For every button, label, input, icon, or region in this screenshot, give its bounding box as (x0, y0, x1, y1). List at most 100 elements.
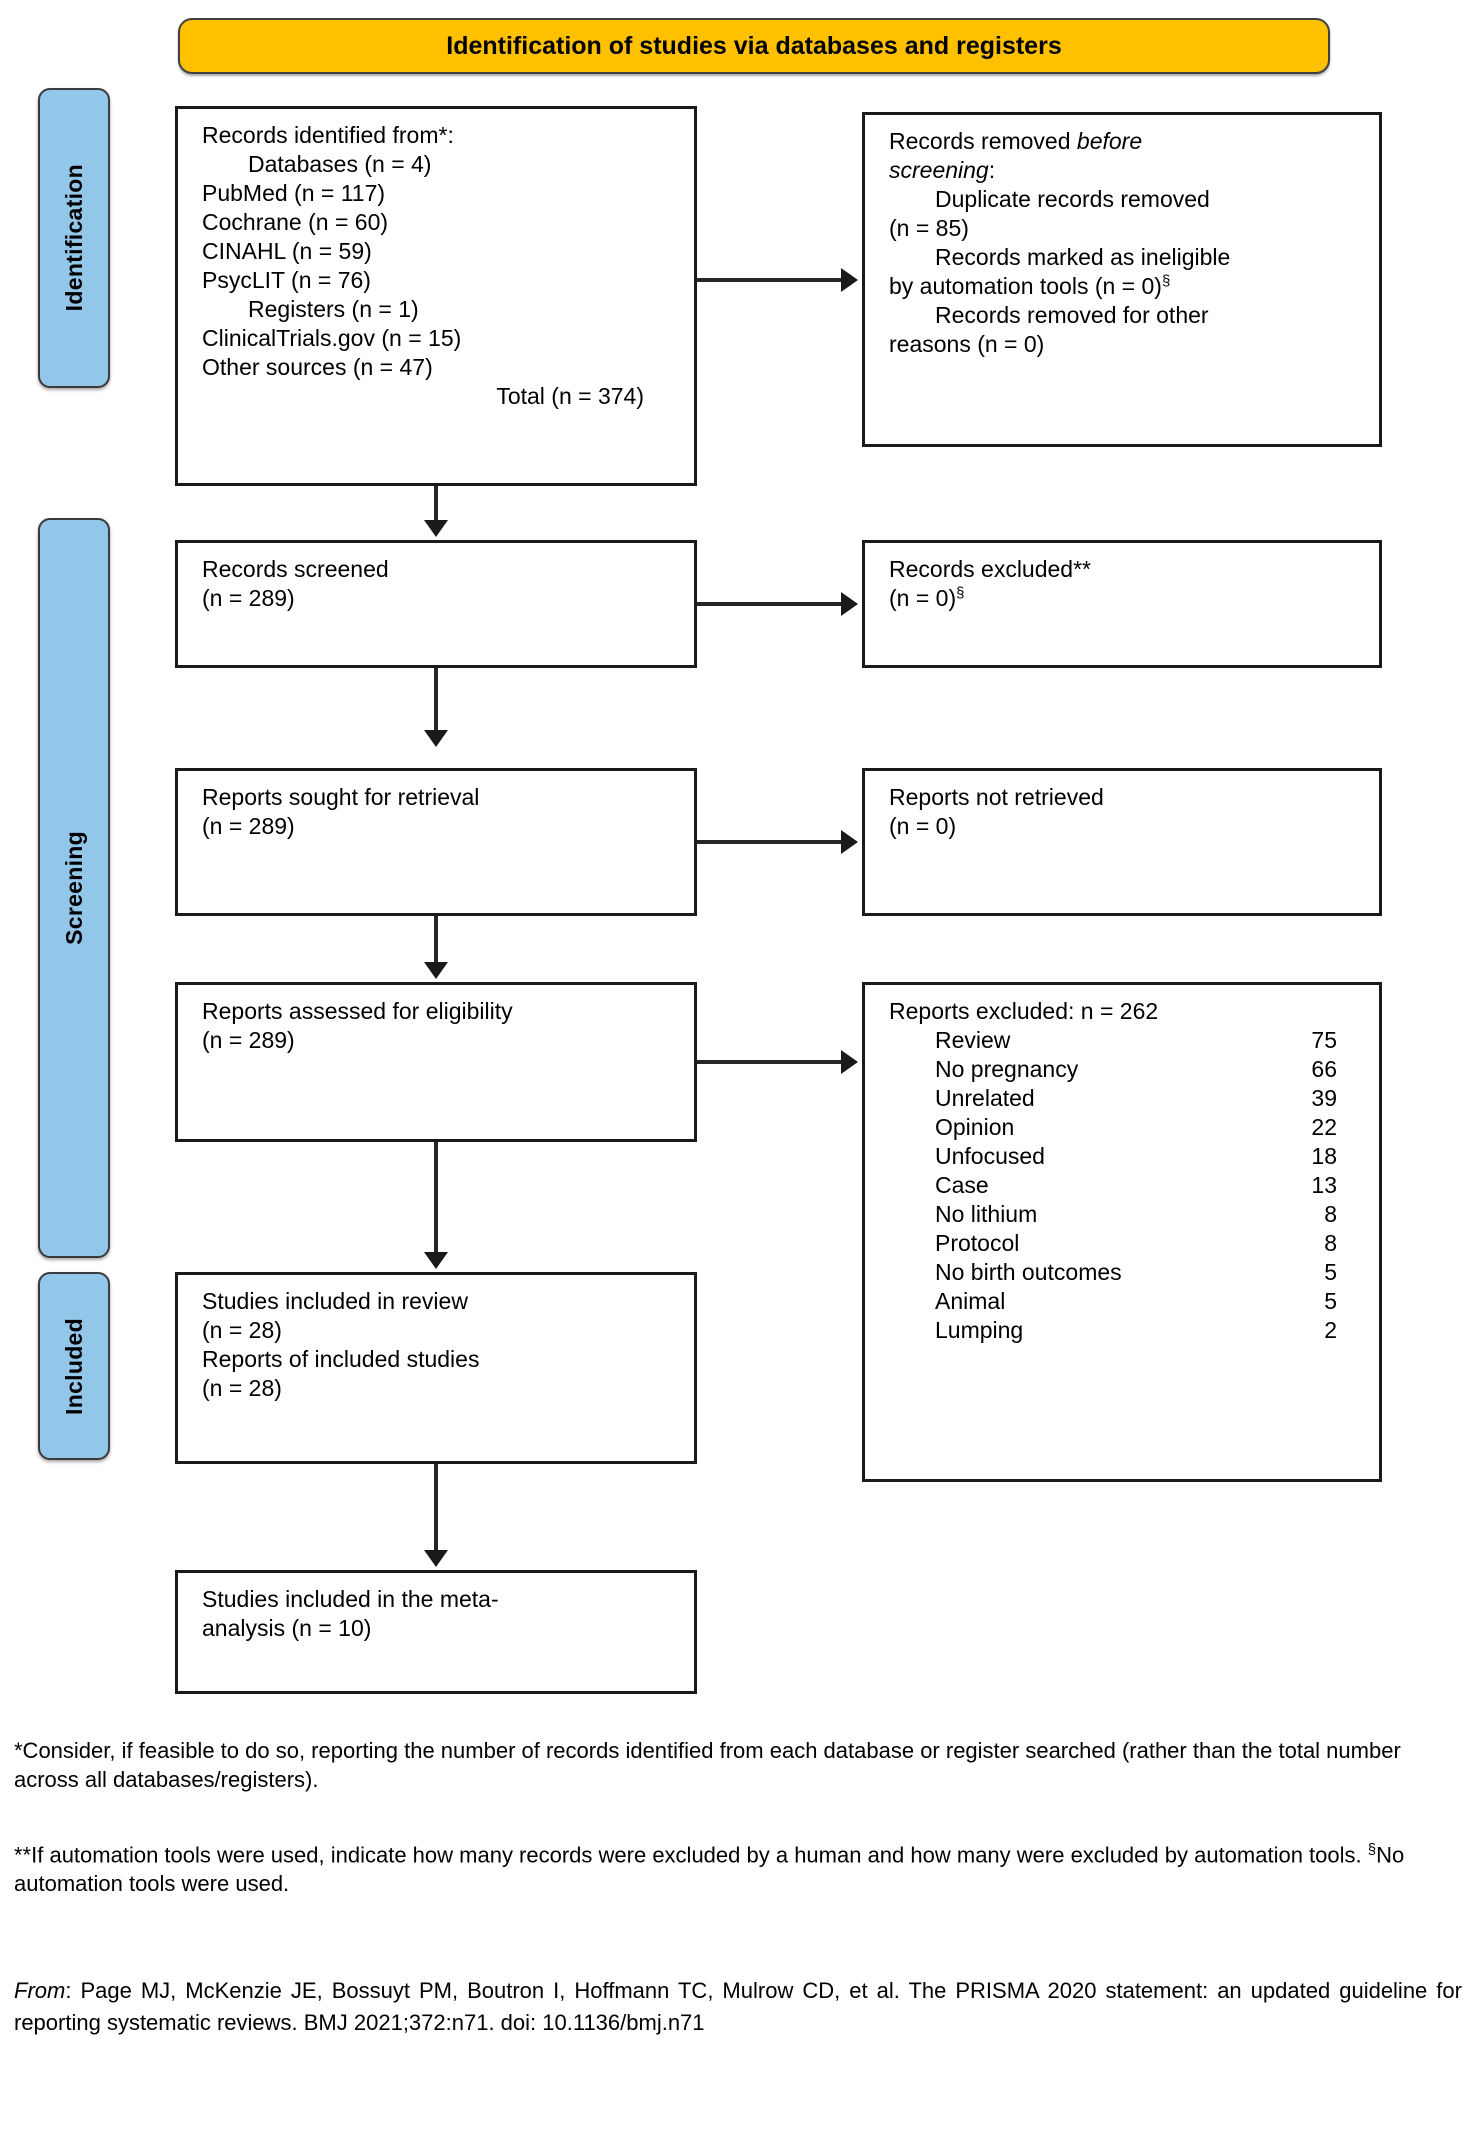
reason-count: 8 (1324, 1200, 1337, 1227)
arrowhead-sought-to-notretrieved-icon (841, 830, 858, 854)
reason-name: Lumping (935, 1316, 1024, 1343)
records-excluded-count: (n = 0)§ (889, 584, 965, 611)
footnote-automation-tools: **If automation tools were used, indicat… (14, 1841, 1405, 1897)
source-cochrane: Cochrane (n = 60) (202, 208, 389, 235)
records-identified-registers: Registers (n = 1) (248, 295, 419, 322)
reports-assessed-count: (n = 289) (202, 1026, 295, 1053)
box-records-screened: Records screened (n = 289) (175, 540, 697, 668)
reason-count: 18 (1311, 1142, 1337, 1169)
reason-name: No birth outcomes (935, 1258, 1122, 1285)
reason-count: 22 (1311, 1113, 1337, 1140)
reason-row: Animal 5 (889, 1287, 1365, 1316)
source-citation: From: Page MJ, McKenzie JE, Bossuyt PM, … (14, 1978, 1462, 2035)
connector-sought-to-assessed (434, 916, 438, 964)
reason-row: Review 75 (889, 1026, 1365, 1055)
reason-name: Animal (935, 1287, 1006, 1314)
removed-duplicates-line1: Duplicate records removed (935, 185, 1210, 212)
connector-identified-to-removed (697, 278, 843, 282)
reason-name: No lithium (935, 1200, 1038, 1227)
records-identified-total: Total (n = 374) (496, 382, 644, 409)
reports-not-retrieved-count: (n = 0) (889, 812, 957, 839)
records-screened-count: (n = 289) (202, 584, 295, 611)
removed-title-line1: Records removed before (889, 128, 1143, 154)
records-identified-title: Records identified from*: (202, 122, 454, 148)
box-reports-sought: Reports sought for retrieval (n = 289) (175, 768, 697, 916)
box-reports-assessed: Reports assessed for eligibility (n = 28… (175, 982, 697, 1142)
reason-row: Unfocused 18 (889, 1142, 1365, 1171)
reason-name: Protocol (935, 1229, 1020, 1256)
reason-name: Opinion (935, 1113, 1015, 1140)
meta-analysis-line2: analysis (n = 10) (202, 1614, 372, 1641)
box-records-identified: Records identified from*: Databases (n =… (175, 106, 697, 486)
reason-count: 5 (1324, 1258, 1337, 1285)
removed-other-line2: reasons (n = 0) (889, 330, 1045, 357)
phase-label-included: Included (38, 1272, 110, 1460)
phase-label-screening: Screening (38, 518, 110, 1258)
phase-label-included-text: Included (60, 1317, 87, 1415)
removed-title-line2: screening: (889, 156, 996, 183)
reason-count: 13 (1311, 1171, 1337, 1198)
records-excluded-label: Records excluded** (889, 556, 1092, 582)
reports-included-label: Reports of included studies (202, 1345, 480, 1372)
box-studies-meta-analysis: Studies included in the meta- analysis (… (175, 1570, 697, 1694)
reason-count: 5 (1324, 1287, 1337, 1314)
reason-row: Protocol 8 (889, 1229, 1365, 1258)
footnote-marker-section-icon: § (1367, 1841, 1377, 1858)
reports-not-retrieved-label: Reports not retrieved (889, 784, 1104, 810)
source-other: Other sources (n = 47) (202, 353, 433, 380)
reason-count: 39 (1311, 1084, 1337, 1111)
stage-header-label: Identification of studies via databases … (446, 31, 1062, 60)
reason-count: 2 (1324, 1316, 1337, 1343)
phase-label-identification-text: Identification (60, 164, 87, 312)
arrowhead-screened-to-sought-icon (424, 730, 448, 747)
source-pubmed: PubMed (n = 117) (202, 179, 386, 206)
reason-name: Unfocused (935, 1142, 1045, 1169)
connector-screened-to-excluded (697, 602, 843, 606)
removed-other-line1: Records removed for other (935, 301, 1209, 328)
connector-identified-to-screened (434, 486, 438, 522)
reason-row: Opinion 22 (889, 1113, 1365, 1142)
reports-sought-label: Reports sought for retrieval (202, 784, 480, 810)
arrowhead-sought-to-assessed-icon (424, 962, 448, 979)
phase-label-screening-text: Screening (60, 831, 87, 945)
box-reports-not-retrieved: Reports not retrieved (n = 0) (862, 768, 1382, 916)
reason-row: No birth outcomes 5 (889, 1258, 1365, 1287)
arrowhead-assessed-to-included-icon (424, 1252, 448, 1269)
meta-analysis-line1: Studies included in the meta- (202, 1586, 499, 1612)
footnote-consider: *Consider, if feasible to do so, reporti… (14, 1738, 1401, 1793)
reason-name: No pregnancy (935, 1055, 1079, 1082)
arrowhead-screened-to-excluded-icon (841, 592, 858, 616)
removed-duplicates-line2: (n = 85) (889, 214, 969, 241)
reason-count: 8 (1324, 1229, 1337, 1256)
source-cinahl: CINAHL (n = 59) (202, 237, 372, 264)
footnote-marker-section-icon: § (956, 584, 965, 602)
reason-name: Unrelated (935, 1084, 1035, 1111)
reason-count: 75 (1311, 1026, 1337, 1053)
records-screened-label: Records screened (202, 556, 389, 582)
reports-excluded-title: Reports excluded: n = 262 (889, 998, 1159, 1024)
arrowhead-included-to-meta-icon (424, 1550, 448, 1567)
box-records-excluded: Records excluded** (n = 0)§ (862, 540, 1382, 668)
box-studies-included: Studies included in review (n = 28) Repo… (175, 1272, 697, 1464)
removed-ineligible-line2: by automation tools (n = 0)§ (889, 272, 1171, 299)
records-identified-databases: Databases (n = 4) (248, 150, 432, 177)
connector-assessed-to-included (434, 1142, 438, 1254)
connector-included-to-meta (434, 1464, 438, 1552)
arrowhead-identified-to-screened-icon (424, 520, 448, 537)
reason-row: Unrelated 39 (889, 1084, 1365, 1113)
source-clinicaltrials: ClinicalTrials.gov (n = 15) (202, 324, 462, 351)
arrowhead-identified-to-removed-icon (841, 268, 858, 292)
source-psyclit: PsycLIT (n = 76) (202, 266, 371, 293)
reason-name: Review (935, 1026, 1011, 1053)
reason-row: Lumping 2 (889, 1316, 1365, 1345)
connector-screened-to-sought (434, 668, 438, 732)
footnote-marker-section-icon: § (1161, 272, 1171, 290)
connector-sought-to-notretrieved (697, 840, 843, 844)
studies-included-label: Studies included in review (202, 1288, 468, 1314)
removed-ineligible-line1: Records marked as ineligible (935, 243, 1231, 270)
